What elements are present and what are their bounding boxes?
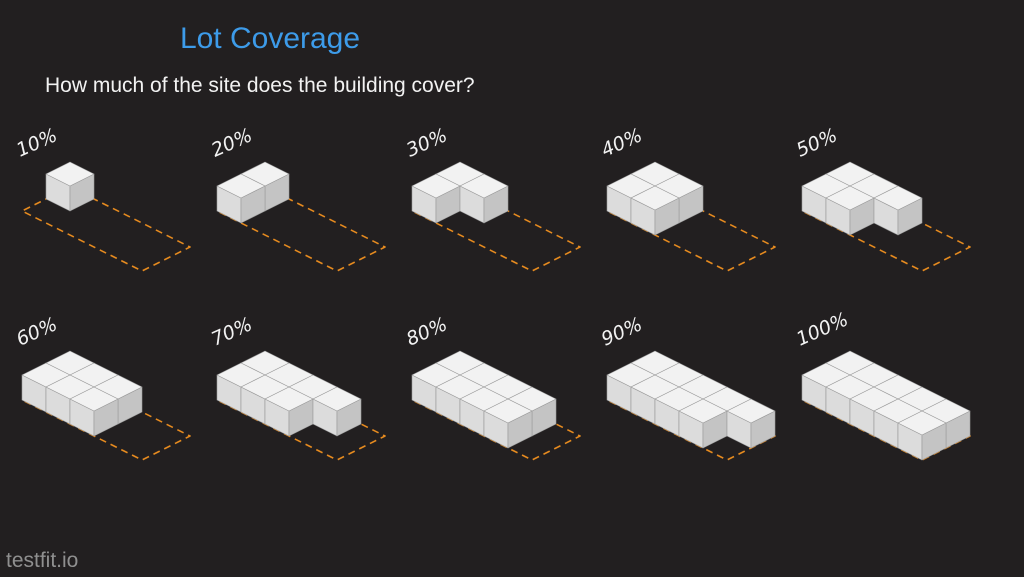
- lot-panel: 50%: [793, 124, 971, 272]
- building-cube: [312, 386, 362, 437]
- coverage-label: 30%: [403, 124, 451, 161]
- building-cube: [483, 398, 533, 449]
- lot-panel: 30%: [403, 124, 581, 272]
- building-cube: [726, 398, 776, 449]
- coverage-label: 60%: [13, 313, 61, 350]
- building-cube: [69, 386, 119, 437]
- brand-label: testfit.io: [6, 549, 79, 572]
- lot-panel: 70%: [208, 313, 386, 461]
- building-cube: [630, 185, 680, 236]
- lot-panel: 10%: [13, 124, 191, 272]
- coverage-label: 10%: [13, 124, 61, 161]
- building-cube: [825, 185, 875, 236]
- building-cube: [264, 386, 314, 437]
- lot-panel: 80%: [403, 313, 581, 461]
- page-title: Lot Coverage: [179, 22, 361, 55]
- lot-panel: 90%: [598, 313, 776, 461]
- coverage-label: 20%: [208, 124, 256, 161]
- building-cube: [45, 161, 95, 212]
- building-cube: [678, 398, 728, 449]
- page-subtitle: How much of the site does the building c…: [45, 74, 475, 97]
- lot-panel: 60%: [13, 313, 191, 461]
- coverage-label: 70%: [208, 313, 256, 350]
- lot-panel: 20%: [208, 124, 386, 272]
- coverage-label: 100%: [793, 308, 852, 350]
- coverage-label: 80%: [403, 313, 451, 350]
- building-cube: [873, 185, 923, 236]
- lot-boundary: [21, 186, 191, 272]
- lot-panel: 40%: [598, 124, 776, 272]
- coverage-label: 90%: [598, 313, 646, 350]
- building-cube: [411, 173, 461, 224]
- coverage-label: 50%: [793, 124, 841, 161]
- building-cube: [897, 410, 947, 461]
- building-cube: [459, 173, 509, 224]
- lot-panel: 100%: [793, 308, 971, 461]
- coverage-label: 40%: [598, 124, 646, 161]
- building-cube: [216, 173, 266, 224]
